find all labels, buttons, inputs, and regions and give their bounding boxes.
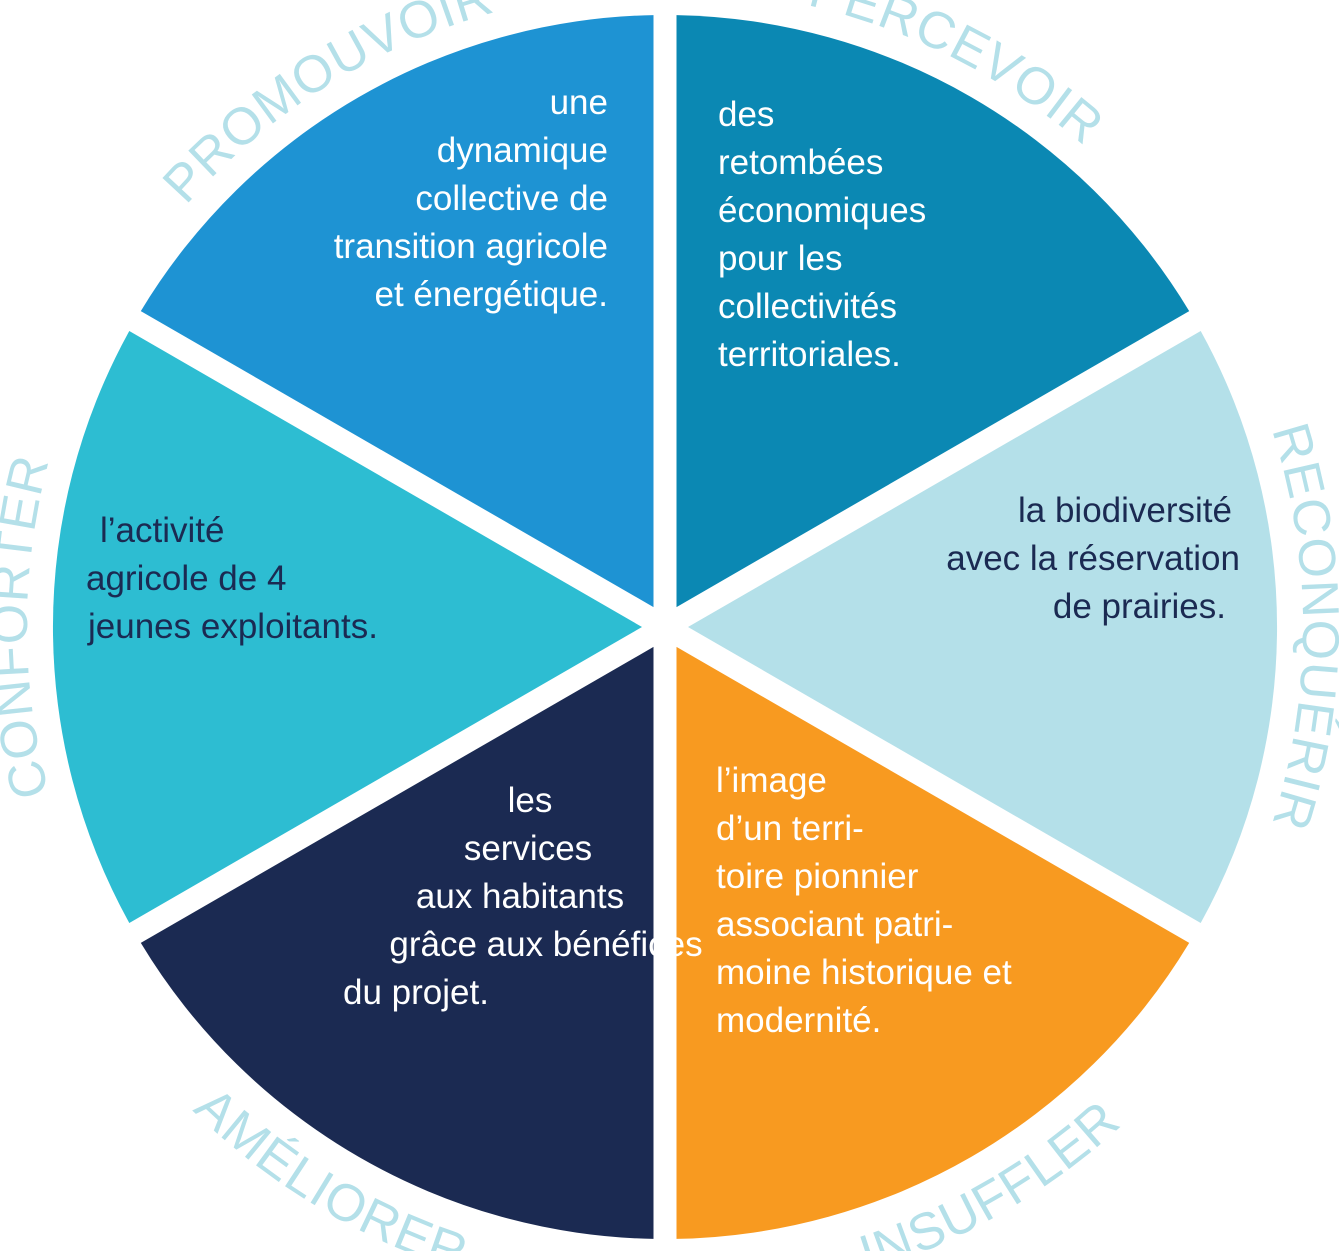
ring-label-conforter: CONFORTER	[0, 449, 61, 804]
segment-text-line: la biodiversité	[1018, 491, 1232, 530]
segment-text-line: services	[464, 829, 592, 868]
segment-text-ameliorer: les services aux habitants grâce aux bénéfi…	[343, 781, 703, 1012]
segment-text-line: du projet.	[343, 973, 489, 1012]
segment-text-line: grâce aux bénéfices	[389, 925, 702, 964]
segment-text-line: une	[550, 83, 608, 122]
segment-text-line: associant patri-	[716, 905, 953, 944]
segment-text-line: aux habitants	[416, 877, 624, 916]
segment-text-line: collective de	[415, 179, 608, 218]
segment-text-promouvoir: une dynamique collective de transition agri…	[334, 83, 608, 314]
segment-text-line: retombées	[718, 143, 883, 182]
segment-text-line: les	[508, 781, 553, 820]
segment-text-line: toire pionnier	[716, 857, 919, 896]
segment-text-insuffler: l’image d’un terri-toire pionnier associan…	[716, 761, 1012, 1040]
segment-text-line: modernité.	[716, 1001, 881, 1040]
segment-text-conforter: l’activité agricole de 4 jeunes exploitant…	[86, 511, 378, 646]
segment-text-line: des	[718, 95, 774, 134]
segment-text-line: économiques	[718, 191, 926, 230]
segments-layer	[52, 15, 1278, 1239]
segment-ameliorer	[140, 646, 654, 1239]
segment-text-line: d’un terri-	[716, 809, 864, 848]
segment-texts-layer: des retombées économiques pour les collectiv…	[86, 83, 1240, 1040]
segment-conforter	[52, 331, 643, 923]
segment-text-line: avec la réservation	[946, 539, 1240, 578]
segment-text-line: jeunes exploitants.	[87, 607, 378, 646]
segment-percevoir	[676, 15, 1190, 608]
segment-text-percevoir: des retombées économiques pour les collectiv…	[718, 95, 926, 374]
segment-text-line: dynamique	[437, 131, 608, 170]
segment-text-line: l’image	[716, 761, 827, 800]
segment-text-line: agricole de 4	[86, 559, 286, 598]
segment-text-line: collectivités	[718, 287, 897, 326]
segment-text-line: moine historique et	[716, 953, 1012, 992]
segment-insuffler	[676, 646, 1190, 1239]
segment-text-reconquerir: la biodiversité avec la réservation de pra…	[946, 491, 1240, 626]
segment-promouvoir	[140, 15, 654, 608]
segment-text-line: de prairies.	[1053, 587, 1226, 626]
segment-text-line: transition agricole	[334, 227, 608, 266]
segment-text-line: l’activité	[100, 511, 224, 550]
segment-text-line: et énergétique.	[374, 275, 608, 314]
segment-text-line: pour les	[718, 239, 843, 278]
segment-reconquerir	[688, 331, 1278, 923]
segment-text-line: territoriales.	[718, 335, 901, 374]
